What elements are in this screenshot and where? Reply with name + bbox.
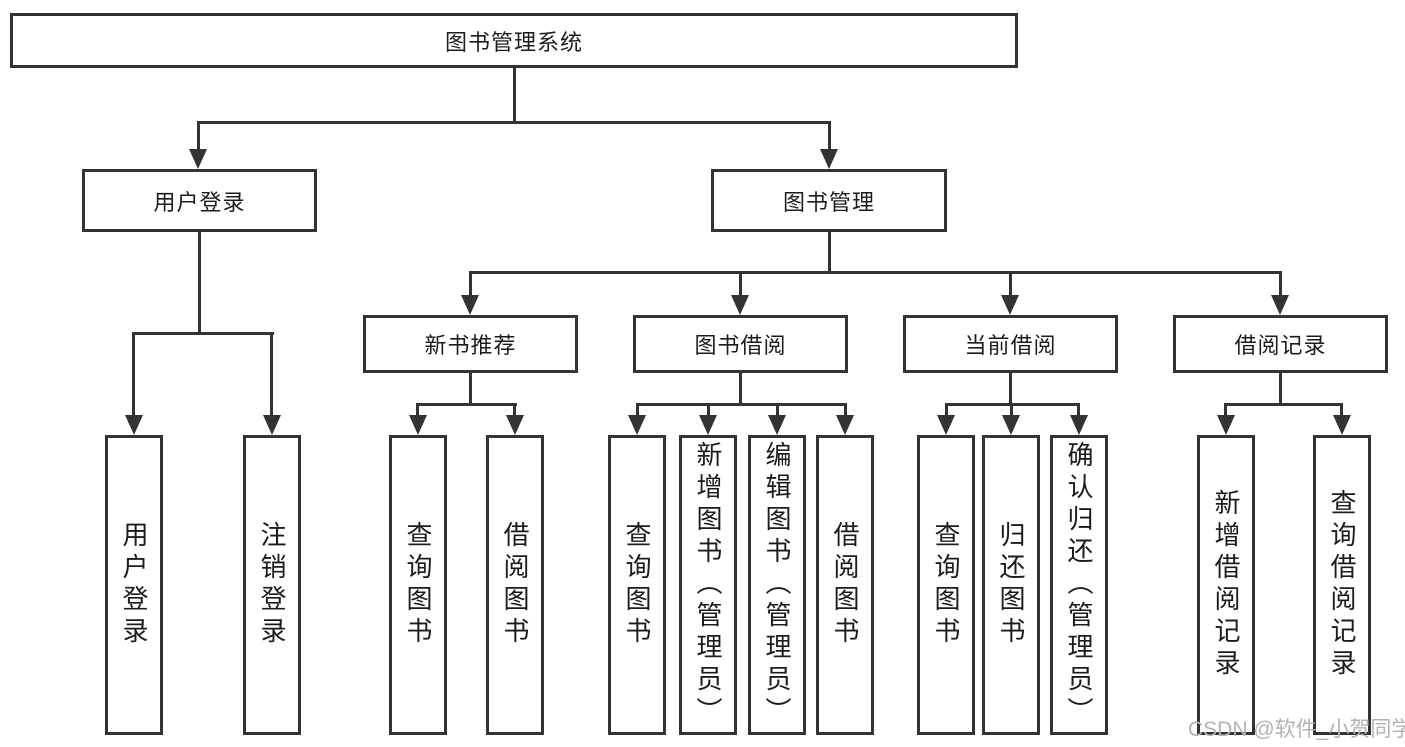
connector-line: [945, 403, 948, 420]
connector-line: [513, 403, 516, 420]
connector-line: [1077, 403, 1080, 420]
arrow-down-icon: [1217, 415, 1235, 435]
node-book-borrow: 图书借阅: [633, 315, 848, 373]
connector-line: [739, 373, 742, 406]
node-new-book-recommend-label: 新书推荐: [424, 333, 517, 358]
connector-line: [636, 403, 847, 406]
connector-line: [198, 121, 831, 124]
leaf-query-borrow-record-label: 查询借阅记录: [1327, 489, 1357, 681]
arrow-down-icon: [506, 415, 524, 435]
connector-line: [828, 232, 831, 274]
leaf-logout: 注销登录: [243, 435, 301, 735]
leaf-user-login: 用户登录: [105, 435, 163, 735]
csdn-watermark: CSDN @软件_小贺同学: [1188, 718, 1405, 741]
leaf-edit-books-admin-label: 编辑图书（管理员）: [762, 441, 792, 729]
arrow-down-icon: [1271, 295, 1289, 315]
leaf-confirm-return-admin-label: 确认归还（管理员）: [1064, 441, 1094, 729]
leaf-user-login-label: 用户登录: [119, 521, 149, 649]
node-user-login-label: 用户登录: [153, 189, 246, 215]
leaf-query-books-borrow-label: 查询图书: [622, 521, 652, 649]
leaf-borrow-books-recommend-label: 借阅图书: [500, 521, 530, 649]
connector-line: [197, 121, 200, 153]
connector-line: [1279, 373, 1282, 406]
connector-line: [469, 373, 472, 406]
connector-line: [416, 403, 419, 420]
connector-line: [739, 271, 742, 299]
connector-line: [844, 403, 847, 420]
node-new-book-recommend: 新书推荐: [363, 315, 578, 373]
arrow-down-icon: [768, 415, 786, 435]
arrow-down-icon: [1001, 295, 1019, 315]
leaf-query-books-current-label: 查询图书: [931, 521, 961, 649]
arrow-down-icon: [461, 295, 479, 315]
connector-line: [1009, 271, 1012, 299]
arrow-down-icon: [820, 149, 838, 169]
connector-line: [513, 68, 516, 123]
connector-line: [469, 271, 472, 299]
connector-line: [776, 403, 779, 420]
connector-line: [270, 332, 273, 418]
connector-line: [1010, 403, 1013, 420]
leaf-add-books-admin-label: 新增图书（管理员）: [693, 441, 723, 729]
leaf-borrow-books-recommend: 借阅图书: [486, 435, 544, 735]
node-user-login: 用户登录: [82, 169, 317, 232]
connector-line: [1340, 403, 1343, 420]
node-book-borrow-label: 图书借阅: [694, 333, 787, 358]
leaf-query-books-recommend: 查询图书: [389, 435, 447, 735]
connector-line: [1009, 373, 1012, 406]
arrow-down-icon: [263, 415, 281, 435]
leaf-add-books-admin: 新增图书（管理员）: [679, 435, 737, 735]
node-current-borrow-label: 当前借阅: [964, 333, 1057, 358]
connector-line: [1224, 403, 1343, 406]
leaf-query-books-current: 查询图书: [917, 435, 975, 735]
arrow-down-icon: [125, 415, 143, 435]
arrow-down-icon: [1333, 415, 1351, 435]
connector-line: [198, 232, 201, 335]
node-book-management-label: 图书管理: [782, 189, 875, 215]
leaf-edit-books-admin: 编辑图书（管理员）: [748, 435, 806, 735]
arrow-down-icon: [189, 149, 207, 169]
node-borrow-record: 借阅记录: [1173, 315, 1388, 373]
arrow-down-icon: [1002, 415, 1020, 435]
connector-line: [1224, 403, 1227, 420]
leaf-query-borrow-record: 查询借阅记录: [1313, 435, 1371, 735]
leaf-confirm-return-admin: 确认归还（管理员）: [1050, 435, 1108, 735]
leaf-query-books-recommend-label: 查询图书: [403, 521, 433, 649]
connector-line: [636, 403, 639, 420]
leaf-borrow-books-label: 借阅图书: [830, 521, 860, 649]
leaf-query-books-borrow: 查询图书: [608, 435, 666, 735]
node-borrow-record-label: 借阅记录: [1234, 333, 1327, 358]
connector-line: [132, 332, 135, 418]
connector-line: [132, 332, 274, 335]
node-book-management: 图书管理: [711, 169, 947, 232]
connector-line: [828, 121, 831, 153]
arrow-down-icon: [937, 415, 955, 435]
node-current-borrow: 当前借阅: [903, 315, 1118, 373]
arrow-down-icon: [628, 415, 646, 435]
arrow-down-icon: [731, 295, 749, 315]
node-root-label: 图书管理系统: [444, 29, 583, 55]
leaf-add-borrow-record-label: 新增借阅记录: [1211, 489, 1241, 681]
arrow-down-icon: [699, 415, 717, 435]
connector-line: [469, 271, 1282, 274]
leaf-return-books: 归还图书: [982, 435, 1040, 735]
leaf-borrow-books: 借阅图书: [816, 435, 874, 735]
leaf-add-borrow-record: 新增借阅记录: [1197, 435, 1255, 735]
connector-line: [1279, 271, 1282, 299]
arrow-down-icon: [836, 415, 854, 435]
arrow-down-icon: [409, 415, 427, 435]
arrow-down-icon: [1070, 415, 1088, 435]
connector-line: [707, 403, 710, 420]
leaf-logout-label: 注销登录: [257, 521, 287, 649]
connector-line: [416, 403, 517, 406]
node-root: 图书管理系统: [10, 13, 1018, 68]
leaf-return-books-label: 归还图书: [996, 521, 1026, 649]
